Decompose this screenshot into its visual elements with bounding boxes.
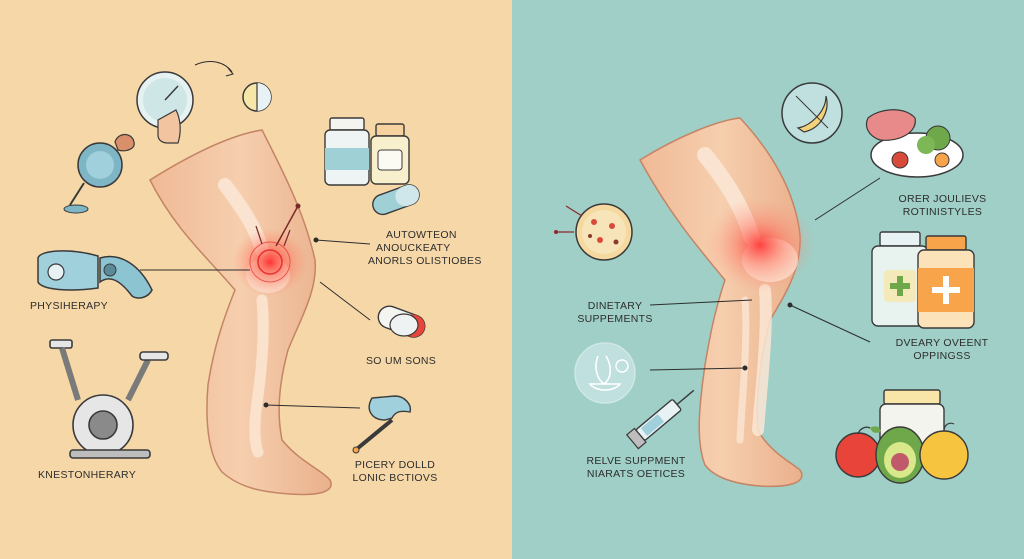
label-relieve-line2: NIARATS OETICES xyxy=(586,468,686,480)
label-dietary-right-line1: DVEARY OVEENT xyxy=(895,337,989,349)
label-relieve: RELVE SUPPMENT NIARATS OETICES xyxy=(576,455,696,481)
lamp-icon xyxy=(574,342,636,404)
label-procedures-line1: PICERY DOLLD xyxy=(354,459,436,471)
muscle-roller-icon xyxy=(63,133,135,214)
label-autoimmune-line2: ANOUCKEATY xyxy=(376,242,451,254)
knee-inflammation xyxy=(232,228,308,296)
exercise-bike-icon xyxy=(49,339,169,459)
right-connectors xyxy=(649,177,881,371)
syringe-icon xyxy=(625,389,695,450)
label-lifestyle-line2: ROTINISTYLES xyxy=(902,206,983,218)
label-physiotherapy: PHYSIHERAPY xyxy=(30,300,108,312)
left-connectors xyxy=(140,61,371,409)
pizza-icon xyxy=(554,203,633,261)
label-autoimmune-line1: AUTOWTEON xyxy=(386,229,457,241)
label-dietary-right: DVEARY OVEENT OPPINGSS xyxy=(882,337,1002,363)
capsule-icon xyxy=(372,184,420,216)
knee-inflammation-right xyxy=(705,197,815,293)
label-autoimmune: AUTOWTEON ANOUCKEATY ANORLS OLISTIOBES xyxy=(368,229,482,268)
tablets-icon xyxy=(377,305,426,338)
label-dietary-line2: SUPPEMENTS xyxy=(577,313,653,325)
label-lifestyle-line1: ORER JOULIEVS xyxy=(898,193,987,205)
food-plate-icon xyxy=(865,109,964,178)
label-lifestyle: ORER JOULIEVS ROTINISTYLES xyxy=(880,193,1005,219)
pill-bottles-icon xyxy=(324,117,410,186)
clock-hand-icon xyxy=(136,71,194,144)
supplement-jars-icon xyxy=(871,231,975,329)
label-procedures: PICERY DOLLD LONIC BCTIOVS xyxy=(340,459,450,485)
label-relieve-line1: RELVE SUPPMENT xyxy=(586,455,686,467)
label-autoimmune-line3: ANORLS OLISTIOBES xyxy=(368,255,482,267)
label-dietary-line1: DINETARY xyxy=(587,300,643,312)
pill-icon xyxy=(242,82,272,112)
knee-brace-icon xyxy=(37,250,153,299)
label-supplements: SO UM SONS xyxy=(366,355,437,367)
label-dietary: DINETARY SUPPEMENTS xyxy=(565,300,665,326)
banana-icon xyxy=(781,82,843,144)
reflex-hammer-icon xyxy=(352,395,412,454)
label-kinesiotherapy: KNESTONHERARY xyxy=(38,469,137,481)
fruit-icon xyxy=(835,389,969,484)
label-dietary-right-line2: OPPINGSS xyxy=(913,350,971,362)
left-leg xyxy=(149,129,332,496)
label-procedures-line2: LONIC BCTIOVS xyxy=(352,472,438,484)
